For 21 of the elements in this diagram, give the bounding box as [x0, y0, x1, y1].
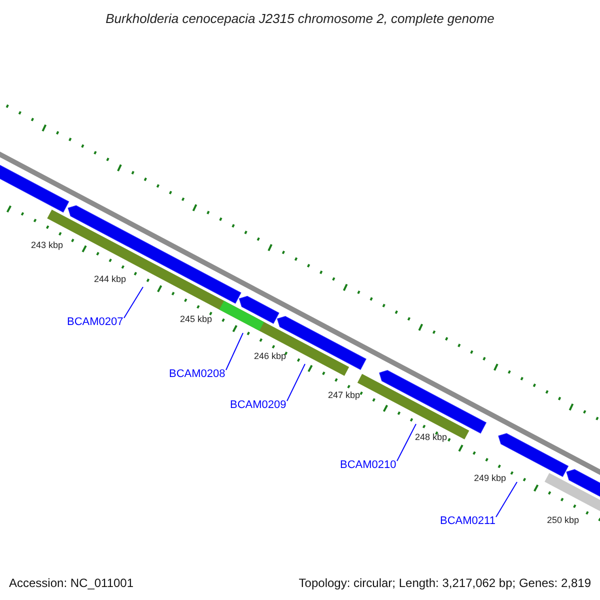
leader-line	[396, 424, 416, 462]
position-label: 246 kbp	[254, 350, 286, 363]
gene-label: BCAM0210	[340, 459, 396, 472]
position-label: 244 kbp	[94, 273, 126, 286]
position-label: 248 kbp	[414, 431, 448, 444]
leader-line	[286, 364, 306, 402]
gene-label: BCAM0208	[169, 368, 226, 381]
info-text: Topology: circular; Length: 3,217,062 bp; Genes: 2,819	[298, 575, 591, 592]
position-label: 243 kbp	[30, 239, 64, 252]
position-label: 245 kbp	[180, 313, 212, 326]
gene-label: BCAM0211	[440, 515, 496, 528]
position-label: 249 kbp	[474, 472, 506, 485]
gene-label: BCAM0207	[67, 316, 124, 329]
leader-line	[124, 286, 144, 318]
gene-label: BCAM0209	[230, 399, 286, 412]
position-label: 247 kbp	[328, 389, 360, 402]
leader-line	[226, 332, 244, 370]
title: Burkholderia cenocepacia J2315 chromosome 2, complete genome	[104, 10, 496, 28]
position-label: 250 kbp	[546, 514, 580, 527]
info-text: Accession: NC_011001	[9, 575, 134, 592]
leader-line	[496, 482, 518, 518]
